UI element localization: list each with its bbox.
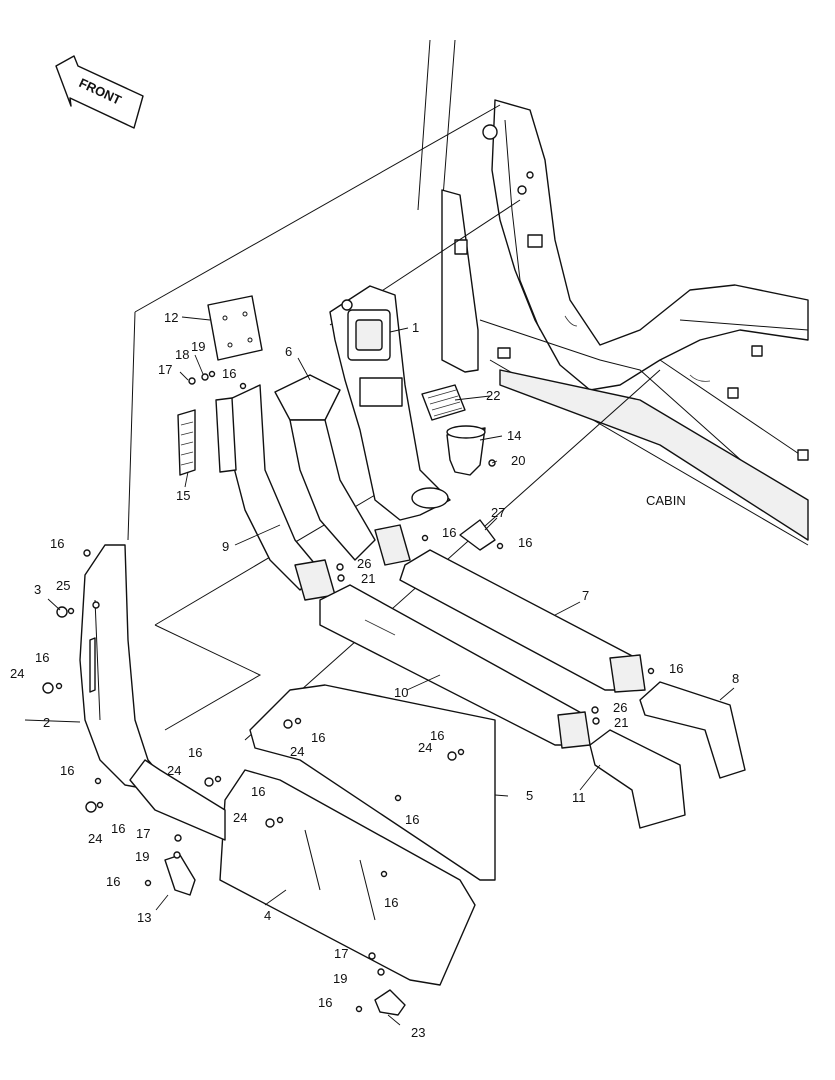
part-23-bracket	[374, 989, 406, 1016]
callout-3: 3	[34, 582, 41, 597]
callout-7: 7	[582, 588, 589, 603]
callout-16-m: 16	[318, 995, 332, 1010]
callout-16-n: 16	[442, 525, 456, 540]
callout-9: 9	[222, 539, 229, 554]
callout-24-d: 24	[233, 810, 247, 825]
callout-17-b: 17	[136, 826, 150, 841]
callout-16-c: 16	[60, 763, 74, 778]
callout-13: 13	[137, 910, 151, 925]
callout-10: 10	[394, 685, 408, 700]
callouts: 1 2 3 4 5 6 7 8 9 10 11 12 13 14 15 16 1…	[10, 310, 739, 1040]
fasteners	[42, 370, 655, 1013]
callout-6: 6	[285, 344, 292, 359]
callout-16-p: 16	[669, 661, 683, 676]
callout-14: 14	[507, 428, 521, 443]
leader-lines	[24, 316, 735, 1026]
part-8-elbow-duct	[639, 681, 746, 779]
part-12-bracket-plate	[207, 295, 263, 361]
callout-17-c: 17	[334, 946, 348, 961]
callout-16-h: 16	[251, 784, 265, 799]
callout-18: 18	[175, 347, 189, 362]
callout-26-a: 26	[357, 556, 371, 571]
callout-16-o: 16	[518, 535, 532, 550]
callout-25: 25	[56, 578, 70, 593]
panel-lower-bottom	[129, 759, 226, 841]
callout-16-b: 16	[35, 650, 49, 665]
callout-26-b: 26	[613, 700, 627, 715]
callout-24-e: 24	[290, 744, 304, 759]
callout-16-j: 16	[430, 728, 444, 743]
callout-21-a: 21	[361, 571, 375, 586]
callout-1: 1	[412, 320, 419, 335]
part-22-grille	[421, 384, 466, 421]
callout-12: 12	[164, 310, 178, 325]
cabin-frame: CABIN	[417, 39, 809, 546]
part-14-cup-holder	[446, 425, 486, 476]
part-15-louver	[177, 409, 196, 476]
callout-20: 20	[511, 453, 525, 468]
callout-24-c: 24	[167, 763, 181, 778]
callout-8: 8	[732, 671, 739, 686]
callout-24-b: 24	[88, 831, 102, 846]
callout-4: 4	[264, 908, 271, 923]
callout-16-l: 16	[384, 895, 398, 910]
part-4-lower-trim	[219, 769, 476, 986]
part-13-bracket	[164, 854, 196, 896]
part-6-vent-duct	[274, 374, 376, 561]
callout-16-k: 16	[405, 812, 419, 827]
callout-5: 5	[526, 788, 533, 803]
callout-19-c: 19	[333, 971, 347, 986]
callout-15: 15	[176, 488, 190, 503]
callout-27: 27	[491, 505, 505, 520]
part-5-upper-trim	[249, 684, 496, 881]
cabin-label: CABIN	[646, 493, 686, 508]
part-2-side-panel	[79, 544, 186, 796]
callout-16-d: 16	[111, 821, 125, 836]
callout-16-i: 16	[311, 730, 325, 745]
callout-16-f: 16	[222, 366, 236, 381]
part-9-side-duct	[215, 384, 336, 601]
callout-21-b: 21	[614, 715, 628, 730]
callout-23: 23	[411, 1025, 425, 1040]
callout-16-g: 16	[188, 745, 202, 760]
callout-17-a: 17	[158, 362, 172, 377]
part-11-elbow-duct	[589, 729, 686, 829]
callout-24-f: 24	[418, 740, 432, 755]
callout-19-b: 19	[135, 849, 149, 864]
callout-16-e: 16	[106, 874, 120, 889]
part-27-bracket	[459, 519, 496, 551]
part-10-duct	[319, 584, 591, 749]
part-1-center-duct	[329, 285, 451, 521]
callout-24-a: 24	[10, 666, 24, 681]
part-7-duct	[374, 524, 646, 693]
callout-2: 2	[43, 715, 50, 730]
callout-16-a: 16	[50, 536, 64, 551]
callout-22: 22	[486, 388, 500, 403]
front-arrow: FRONT	[55, 55, 144, 129]
callout-11: 11	[572, 790, 586, 805]
callout-19-a: 19	[191, 339, 205, 354]
